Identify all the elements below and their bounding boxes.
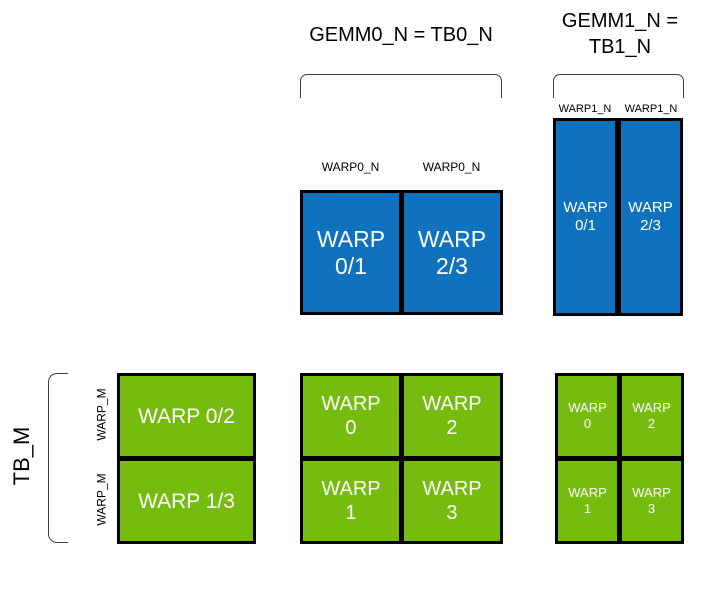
blue-cell-gemm1-warp-2-3[interactable]: WARP 2/3 <box>618 118 683 316</box>
warp-m-label-top: WARP_M <box>94 388 109 441</box>
green-cell-gemm1-warp-3[interactable]: WARP 3 <box>619 458 684 544</box>
green-cell-gemm1-warp-2[interactable]: WARP 2 <box>619 373 684 459</box>
green-cell-gemm0-warp-0[interactable]: WARP 0 <box>300 373 402 459</box>
caption-warp1-n-left: WARP1_N <box>558 103 612 115</box>
tb-m-label: TB_M <box>9 426 34 486</box>
green-cell-gemm0-warp-3[interactable]: WARP 3 <box>401 458 503 544</box>
caption-warp1-n-right: WARP1_N <box>624 103 678 115</box>
gemm0-span-bracket <box>300 74 502 98</box>
warp-m-label-bottom: WARP_M <box>94 473 109 526</box>
tb-m-span-bracket <box>48 373 68 543</box>
blue-cell-gemm0-warp-0-1[interactable]: WARP 0/1 <box>300 190 402 315</box>
green-cell-warp-1-3[interactable]: WARP 1/3 <box>117 458 256 544</box>
green-cell-gemm1-warp-0[interactable]: WARP 0 <box>555 373 620 459</box>
blue-cell-gemm1-warp-0-1[interactable]: WARP 0/1 <box>553 118 618 316</box>
gemm1-span-bracket <box>553 74 684 98</box>
green-cell-warp-0-2[interactable]: WARP 0/2 <box>117 373 256 459</box>
caption-warp0-n-right: WARP0_N <box>422 160 481 174</box>
gemm1-title: GEMM1_N = TB1_N <box>561 10 679 58</box>
green-cell-gemm0-warp-2[interactable]: WARP 2 <box>401 373 503 459</box>
gemm0-title: GEMM0_N = TB0_N <box>309 24 493 46</box>
green-cell-gemm0-warp-1[interactable]: WARP 1 <box>300 458 402 544</box>
blue-cell-gemm0-warp-2-3[interactable]: WARP 2/3 <box>401 190 503 315</box>
green-cell-gemm1-warp-1[interactable]: WARP 1 <box>555 458 620 544</box>
caption-warp0-n-left: WARP0_N <box>321 160 380 174</box>
